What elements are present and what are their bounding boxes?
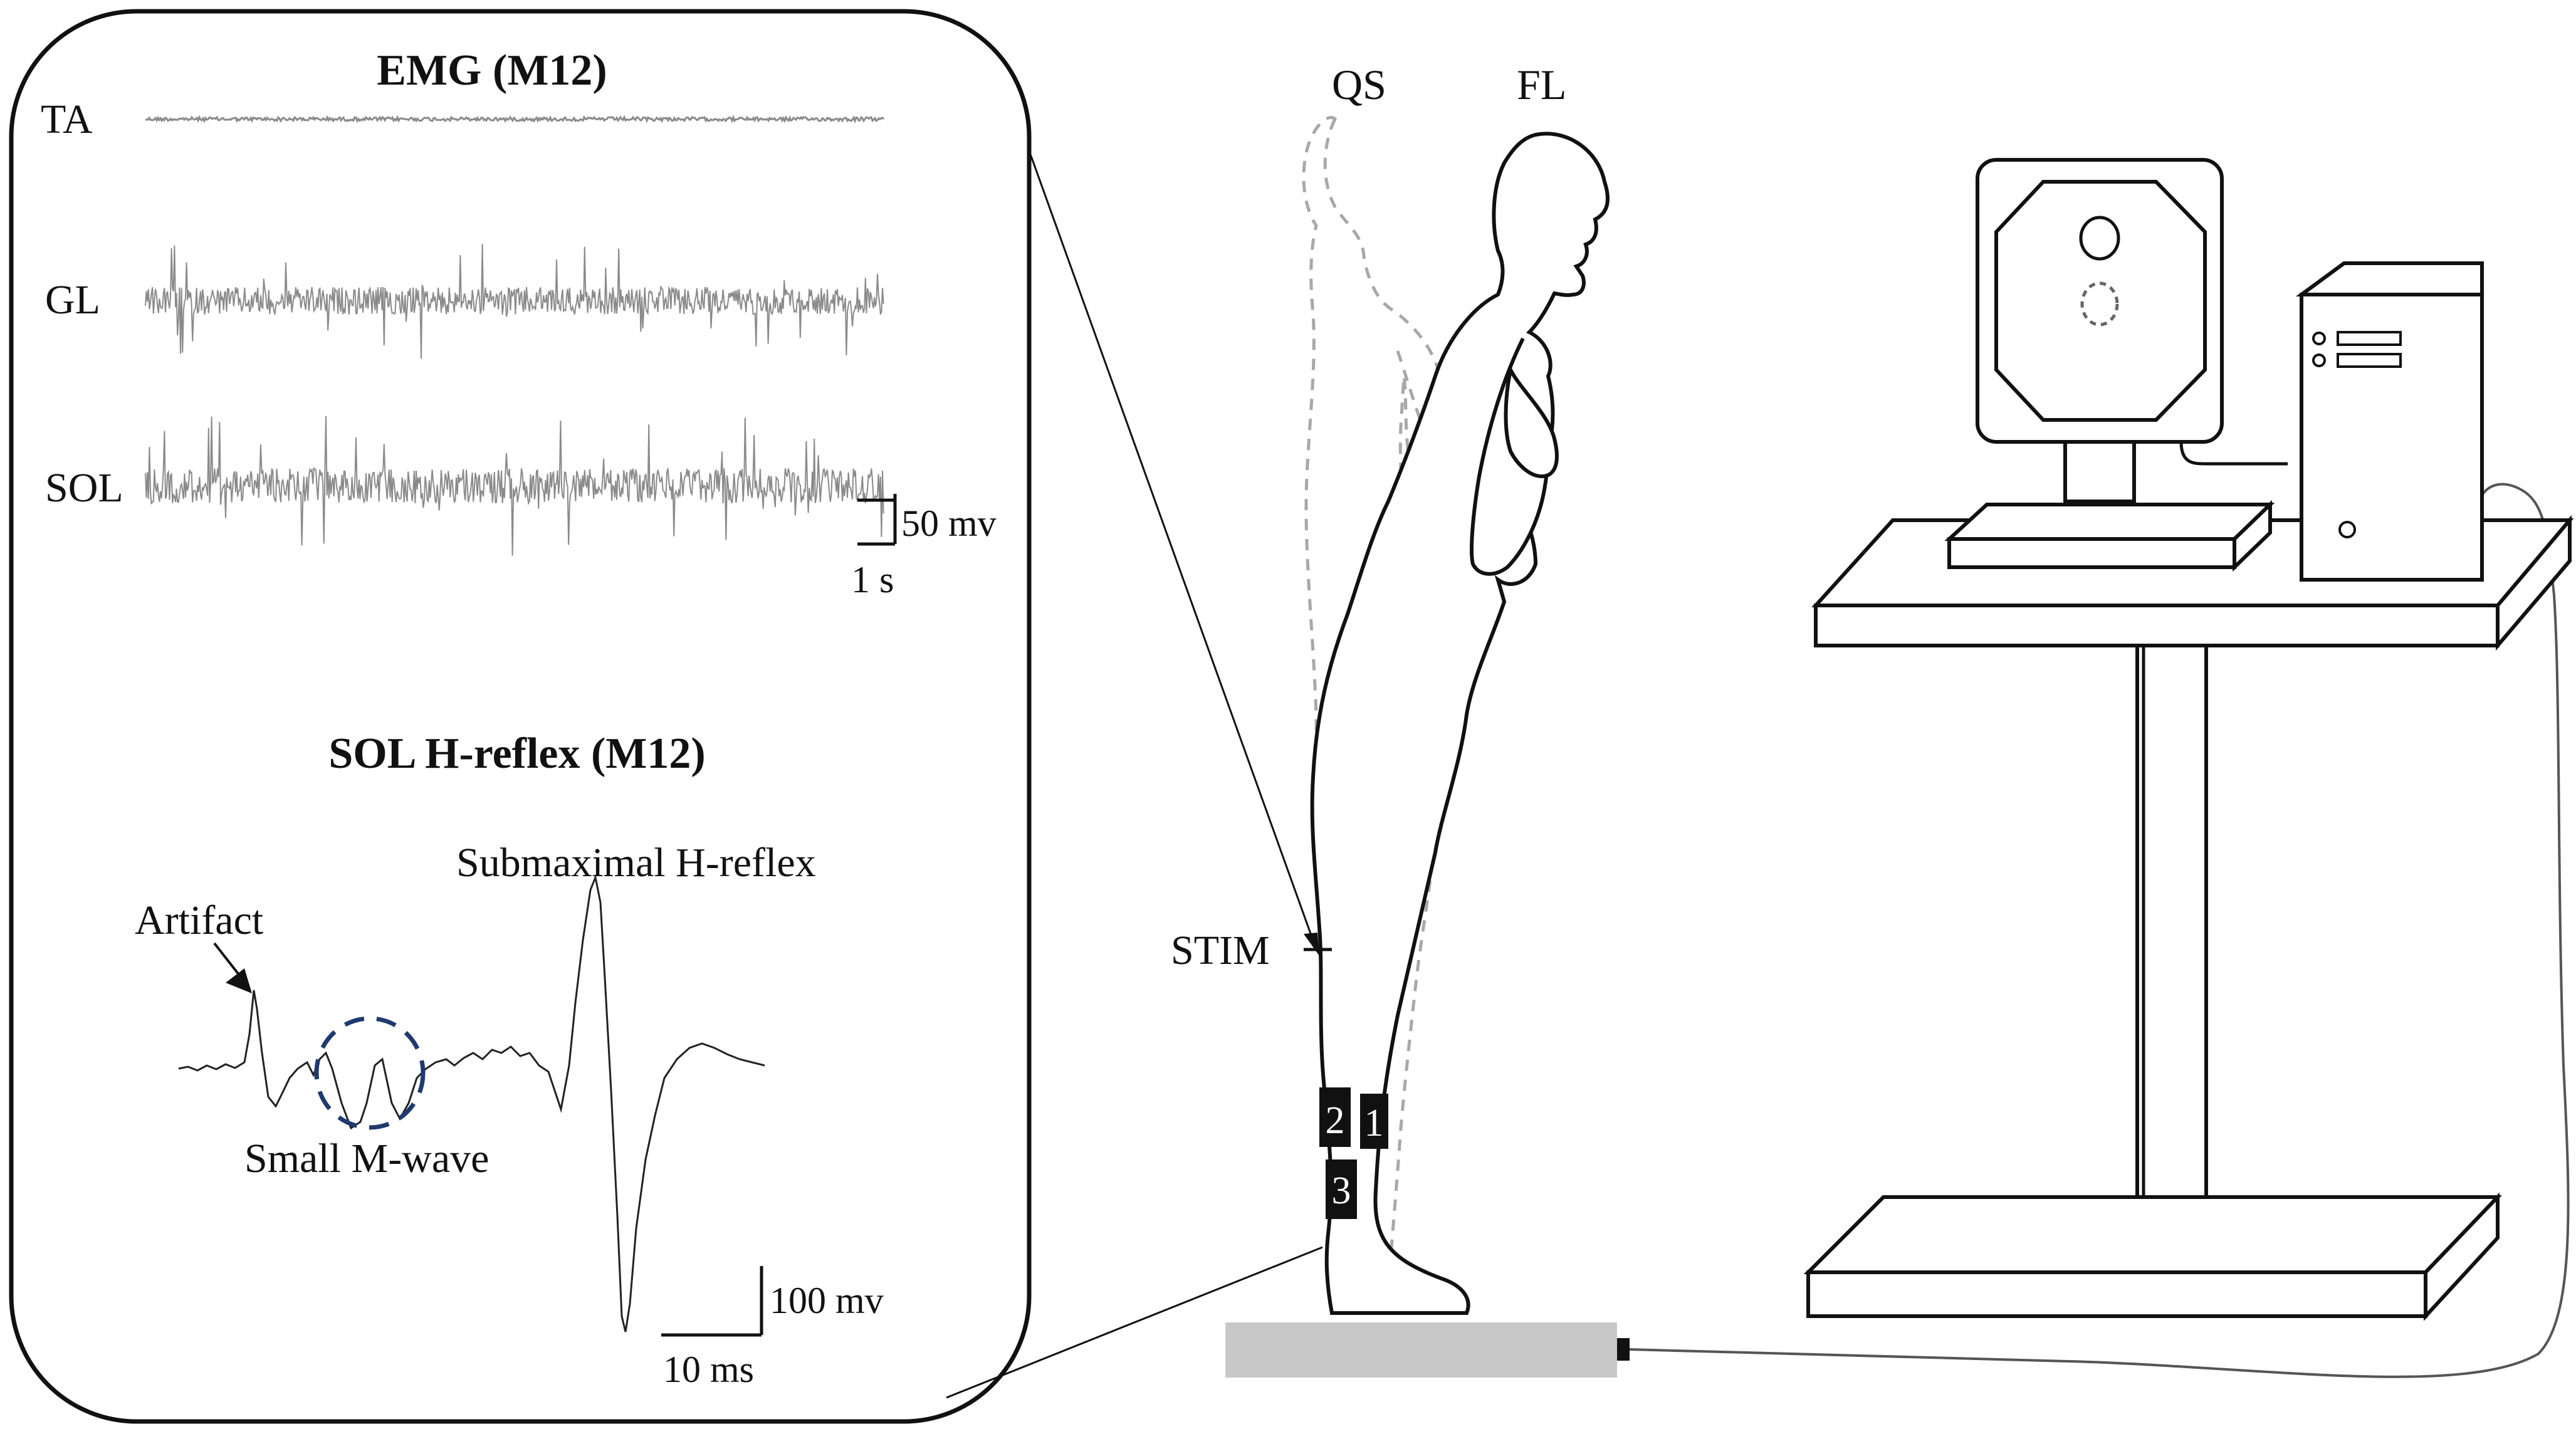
monitor <box>1944 158 2275 572</box>
electrode-2: 2 <box>1319 1087 1351 1147</box>
svg-text:3: 3 <box>1332 1170 1351 1212</box>
connector-line-stim <box>1027 147 1313 938</box>
hreflex-scale-bar <box>661 1266 763 1337</box>
svg-text:2: 2 <box>1326 1099 1345 1142</box>
emg-trace-gl <box>145 244 884 359</box>
fl-label: FL <box>1517 61 1566 108</box>
hreflex-scale-time-label: 10 ms <box>663 1349 754 1390</box>
channel-label-gl: GL <box>45 277 100 323</box>
channel-label-ta: TA <box>41 97 93 142</box>
emg-scale-time-label: 1 s <box>851 559 894 600</box>
monitor-cable <box>2179 441 2288 466</box>
desk <box>1803 515 2574 1321</box>
emg-trace-sol <box>145 416 884 556</box>
hreflex-title: SOL H-reflex (M12) <box>328 730 705 778</box>
emg-title: EMG (M12) <box>377 46 607 95</box>
artifact-arrow <box>213 942 252 993</box>
artifact-label: Artifact <box>135 898 263 943</box>
connector-line-plate <box>946 1246 1323 1399</box>
mwave-highlight-circle <box>314 1016 426 1130</box>
electrode-1: 1 <box>1360 1094 1388 1149</box>
forward-lean-hand <box>1504 364 1559 479</box>
emg-scale-amplitude-label: 50 mv <box>901 503 997 544</box>
computer-tower <box>2295 261 2484 582</box>
connector-arrowhead <box>1304 933 1319 956</box>
forward-lean-silhouette <box>1310 132 1610 1315</box>
stim-label: STIM <box>1171 928 1270 973</box>
inset-panel-frame <box>9 9 1032 1424</box>
force-plate-connector <box>1617 1338 1630 1361</box>
channel-label-sol: SOL <box>45 465 123 511</box>
emg-scale-bar <box>857 494 897 546</box>
hreflex-peak-label: Submaximal H-reflex <box>456 840 816 886</box>
svg-text:1: 1 <box>1364 1102 1384 1144</box>
emg-trace-ta <box>145 115 885 124</box>
hreflex-scale-amplitude-label: 100 mv <box>770 1280 884 1321</box>
qs-label: QS <box>1332 61 1386 108</box>
mwave-label: Small M-wave <box>244 1136 489 1181</box>
electrode-3: 3 <box>1326 1159 1357 1219</box>
force-plate <box>1225 1322 1617 1378</box>
hreflex-trace <box>178 874 765 1332</box>
